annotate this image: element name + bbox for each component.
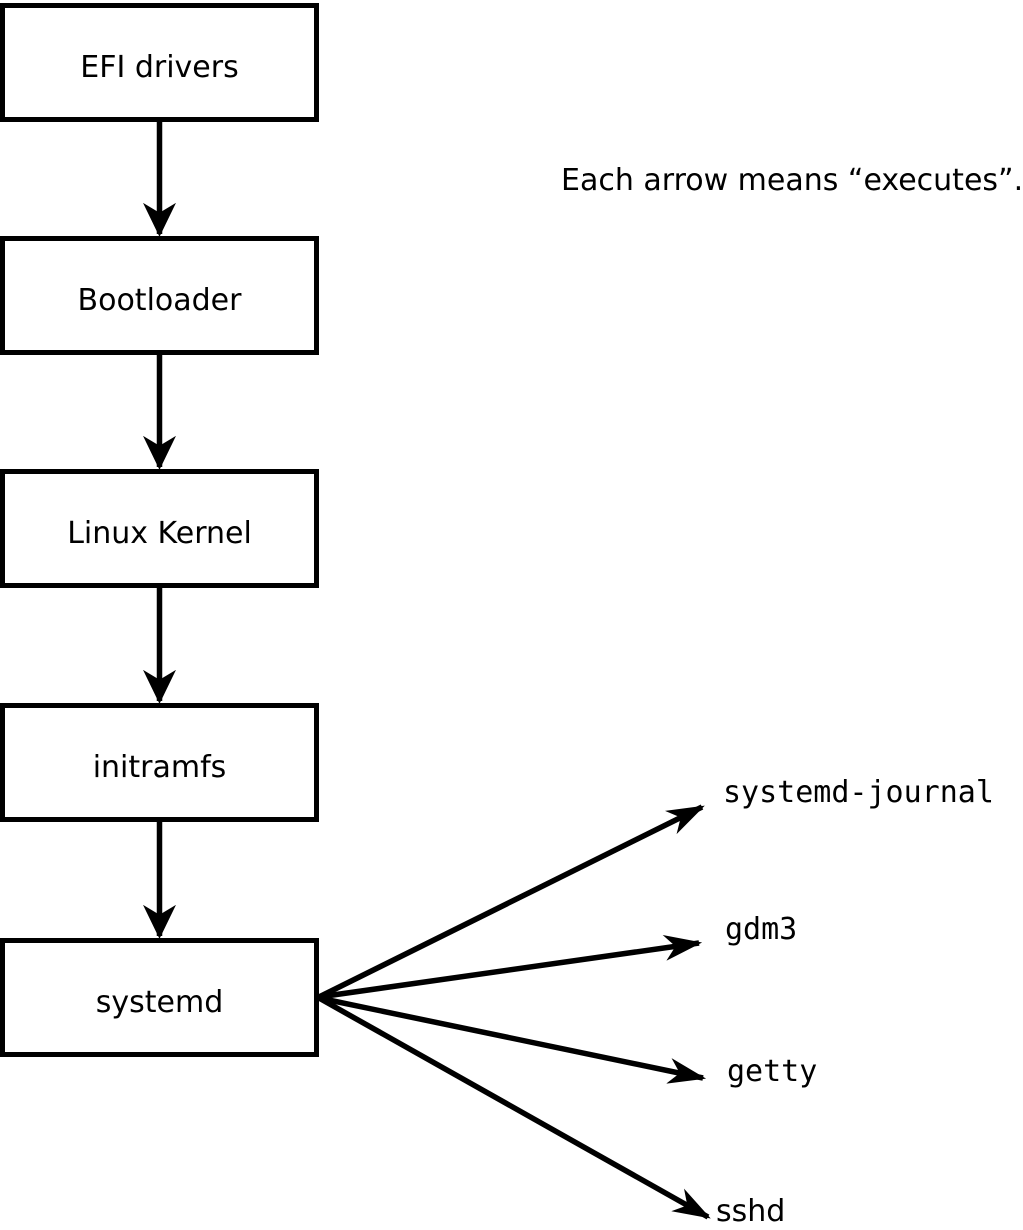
- arrow-systemd-to-getty: [318, 995, 707, 1084]
- legend-caption: Each arrow means “executes”.: [561, 163, 1023, 198]
- node-efi-drivers-label: EFI drivers: [80, 49, 239, 85]
- label-systemd-journal: systemd-journal: [723, 775, 994, 810]
- node-linux-kernel-label: Linux Kernel: [67, 515, 252, 551]
- node-initramfs: initramfs: [0, 703, 319, 822]
- node-systemd: systemd: [0, 938, 319, 1057]
- node-systemd-label: systemd: [95, 984, 224, 1020]
- node-initramfs-label: initramfs: [92, 749, 227, 785]
- arrow-systemd-to-sshd: [317, 995, 711, 1220]
- label-gdm3: gdm3: [725, 912, 798, 947]
- node-efi-drivers: EFI drivers: [0, 3, 319, 122]
- label-getty: getty: [727, 1054, 818, 1089]
- arrow-systemd-to-journal: [317, 804, 705, 1000]
- node-bootloader: Bootloader: [0, 236, 319, 355]
- arrow-systemd-to-gdm3: [318, 935, 703, 1000]
- node-bootloader-label: Bootloader: [77, 282, 242, 318]
- node-linux-kernel: Linux Kernel: [0, 469, 319, 588]
- label-sshd: sshd: [716, 1194, 786, 1229]
